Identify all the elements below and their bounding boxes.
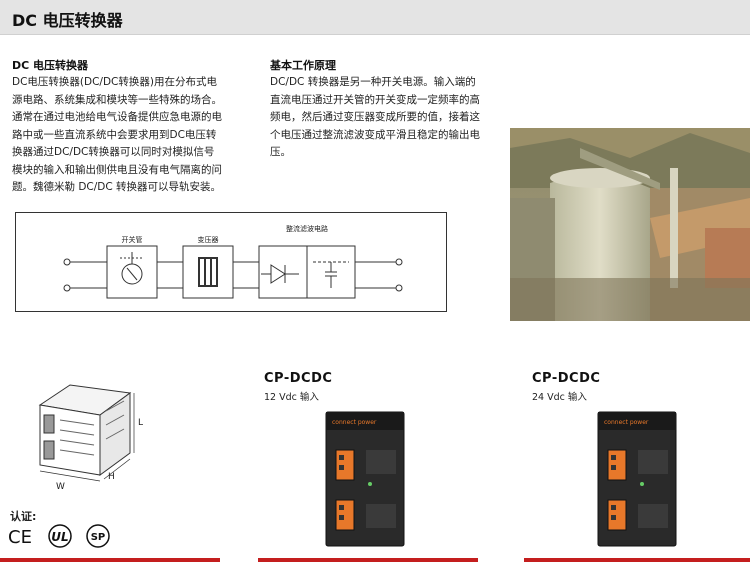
rectifier-label: 整流滤波电路 [286, 224, 328, 233]
output-terminal-bottom [395, 284, 403, 292]
input-terminal-bottom [63, 284, 71, 292]
dimension-drawing: L W H [38, 384, 143, 492]
page-title: DC 电压转换器 [12, 11, 123, 30]
dim-label-w: W [56, 482, 65, 492]
product-2-brand: connect power [604, 419, 649, 426]
svg-text:UL: UL [51, 530, 68, 544]
certification-label: 认证: [10, 510, 37, 523]
csa-mark-icon: SP [86, 524, 110, 548]
principle-line: 压。 [270, 146, 291, 158]
ce-mark-icon: CE [8, 527, 32, 548]
output-terminal-top [395, 258, 403, 266]
product-1-image: connect power [325, 411, 405, 547]
intro-line: 源电路、系统集成和模块等一些特殊的场合。 [12, 93, 222, 106]
intro-line: 换器通过DC/DC转换器可以同时对模拟信号 [12, 146, 215, 158]
switch-label: 开关管 [122, 235, 143, 244]
product-1-brand: connect power [332, 419, 377, 426]
transformer-label: 变压器 [198, 235, 219, 244]
principle-line: 频电，然后通过变压器变成所要的值，接着这 [270, 111, 480, 123]
bottom-accent-line [258, 558, 478, 562]
dim-label-h: H [108, 472, 115, 482]
intro-line: 路中或一些直流系统中会要求用到DC电压转 [12, 128, 217, 141]
intro-line: 题。魏德米勒 DC/DC 转换器可以导轨安装。 [12, 181, 222, 193]
title-bar: DC 电压转换器 [0, 0, 750, 35]
product-1-name: CP-DCDC [264, 371, 333, 386]
intro-line: 模块的输入和输出侧供电且没有电气隔离的问 [12, 163, 222, 176]
principle-line: 个电压通过整流滤波变成平滑且稳定的输出电 [270, 128, 480, 141]
product-2-name: CP-DCDC [532, 371, 601, 386]
bottom-accent-line [0, 558, 220, 562]
transformer-block [182, 245, 234, 299]
bottom-accent-line [524, 558, 750, 562]
intro-heading: DC 电压转换器 [12, 59, 89, 72]
svg-text:SP: SP [91, 532, 106, 543]
industrial-silo-photo [510, 128, 750, 321]
principle-line: DC/DC 转换器是另一种开关电源。输入端的 [270, 76, 476, 88]
ul-mark-icon: UL [48, 524, 72, 548]
product-2-image: connect power [597, 411, 677, 547]
dim-label-l: L [138, 418, 143, 428]
intro-line: DC电压转换器(DC/DC转换器)用在分布式电 [12, 76, 217, 88]
product-2-spec: 24 Vdc 输入 [532, 392, 587, 403]
input-terminal-top [63, 258, 71, 266]
intro-text: DC电压转换器(DC/DC转换器)用在分布式电 源电路、系统集成和模块等一些特殊… [12, 74, 248, 197]
principle-heading: 基本工作原理 [270, 59, 336, 72]
principle-text: DC/DC 转换器是另一种开关电源。输入端的 直流电压通过开关管的开关变成一定频… [270, 74, 496, 162]
converter-block-diagram: 开关管 变压器 整流滤波电路 [15, 212, 447, 312]
certification-icons: CE UL SP [8, 524, 110, 548]
product-1-spec: 12 Vdc 输入 [264, 392, 319, 403]
intro-line: 通常在通过电池给电气设备提供应急电源的电 [12, 111, 222, 123]
principle-line: 直流电压通过开关管的开关变成一定频率的高 [270, 93, 480, 106]
